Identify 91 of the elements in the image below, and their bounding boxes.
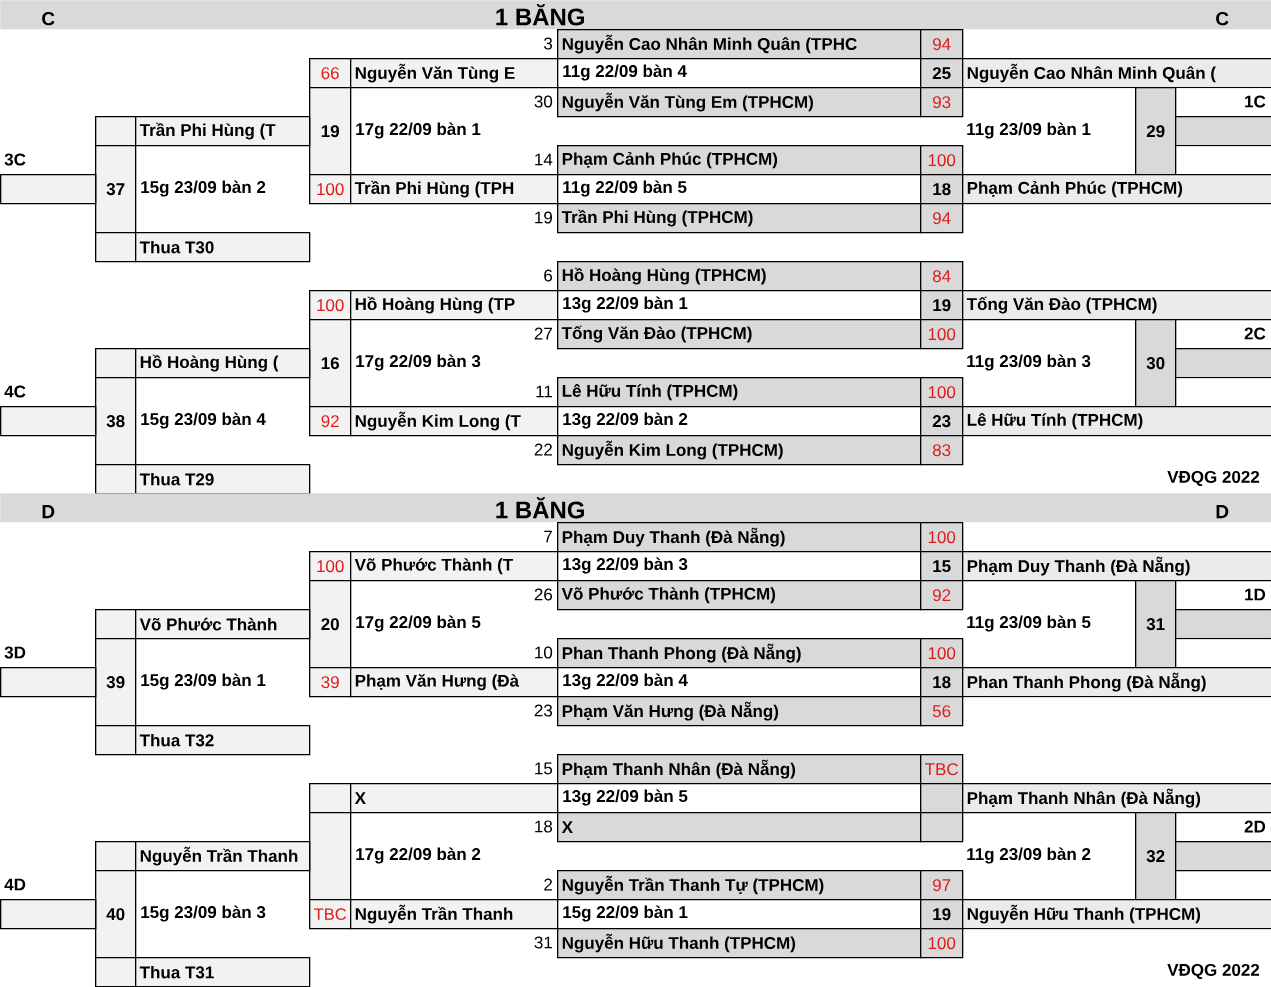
match-time: 11g 23/09 bàn 2 — [967, 847, 1091, 864]
score-box: 97 — [920, 870, 964, 901]
score-box: 100 — [920, 377, 964, 408]
score-box: 66 — [309, 58, 352, 89]
score-box: 92 — [920, 580, 964, 611]
score-box: 100 — [309, 551, 352, 582]
empty-box — [1175, 841, 1271, 872]
match-number-box: 18 — [920, 667, 964, 698]
match-time: 15g 22/09 bàn 1 — [563, 905, 688, 922]
match-number-box: 30 — [1135, 319, 1177, 408]
score-box: 100 — [920, 928, 964, 959]
seed-number: 30 — [534, 95, 553, 108]
score-box: TBC — [309, 899, 352, 930]
footer-text: VĐQG 2022 — [1167, 470, 1260, 487]
bracket-slot-label: 1D — [1245, 588, 1266, 601]
score-box: 94 — [920, 203, 964, 234]
match-number-box: 29 — [1135, 87, 1177, 176]
seed-number: 27 — [534, 327, 552, 340]
empty-box — [1175, 348, 1271, 379]
score-box: 100 — [920, 319, 964, 350]
player-name-box: Nguyễn Cao Nhân Minh Quân ( — [962, 58, 1271, 89]
match-number-box: 25 — [920, 58, 964, 89]
player-name-box: Nguyễn Hữu Thanh (TPHCM) — [962, 899, 1271, 930]
match-time: 13g 22/09 bàn 5 — [563, 789, 688, 806]
match-number-box: 31 — [1135, 580, 1177, 669]
seed-number: 23 — [534, 704, 553, 717]
match-time: 15g 23/09 bàn 1 — [141, 673, 266, 690]
score-box: 100 — [309, 290, 352, 321]
player-name-box: Phạm Thanh Nhân (Đà Nẵng) — [962, 783, 1271, 814]
match-number-box: 19 — [920, 899, 964, 930]
match-time: 17g 22/09 bàn 2 — [356, 847, 481, 864]
empty-box — [0, 899, 97, 930]
score-box: 100 — [920, 638, 964, 669]
match-time: 13g 22/09 bàn 3 — [563, 557, 688, 574]
score-box: TBC — [920, 754, 964, 785]
match-time: 13g 22/09 bàn 2 — [563, 412, 688, 429]
score-box: 93 — [920, 87, 964, 118]
player-name-box: Phan Thanh Phong (Đà Nẵng) — [962, 667, 1271, 698]
seed-number: 26 — [534, 588, 553, 601]
match-time: 11g 22/09 bàn 5 — [563, 180, 687, 197]
bracket-slot-label: 1C — [1245, 95, 1266, 108]
seed-number: 6 — [544, 269, 553, 282]
match-time: 13g 22/09 bàn 4 — [563, 673, 688, 690]
bracket-slot-label: 2D — [1244, 820, 1266, 833]
match-time: 17g 22/09 bàn 3 — [356, 354, 481, 371]
footer-text: VĐQG 2022 — [1167, 963, 1260, 980]
seed-number: 10 — [535, 646, 553, 659]
player-name-box: Tống Văn Đào (TPHCM) — [962, 290, 1271, 321]
player-name-box: Phạm Cảnh Phúc (TPHCM) — [962, 174, 1271, 205]
empty-box — [1175, 116, 1271, 147]
seed-number: 3 — [544, 37, 553, 50]
match-number-box: 23 — [920, 406, 964, 437]
match-time: 17g 22/09 bàn 5 — [356, 615, 481, 632]
match-time: 15g 23/09 bàn 3 — [141, 905, 266, 922]
score-box: 83 — [920, 435, 964, 466]
seed-number: 2 — [544, 878, 552, 891]
match-time: 11g 23/09 bàn 1 — [967, 122, 1091, 139]
score-box: 100 — [920, 145, 964, 176]
player-name-box: Phạm Duy Thanh (Đà Nẵng) — [962, 551, 1271, 582]
match-time: 17g 22/09 bàn 1 — [356, 122, 481, 139]
match-time: 15g 23/09 bàn 2 — [141, 180, 266, 197]
player-name-box: Lê Hữu Tính (TPHCM) — [962, 406, 1271, 437]
seed-number: 11 — [536, 385, 552, 398]
match-time: 15g 23/09 bàn 4 — [141, 412, 266, 429]
empty-box — [1175, 609, 1271, 640]
seed-number: 15 — [535, 762, 553, 775]
score-box: 100 — [309, 174, 352, 205]
match-number-box: 32 — [1135, 812, 1177, 901]
score-box: 39 — [309, 667, 352, 698]
match-time: 11g 23/09 bàn 5 — [967, 615, 1091, 632]
empty-box — [0, 406, 97, 437]
score-box: 84 — [920, 261, 964, 292]
score-box: 56 — [920, 696, 964, 727]
match-time: 11g 23/09 bàn 3 — [967, 354, 1091, 371]
seed-number: 18 — [535, 820, 553, 833]
seed-number: 31 — [534, 936, 552, 949]
seed-number: 7 — [544, 530, 552, 543]
match-number-box: 19 — [920, 290, 964, 321]
seed-number: 22 — [534, 443, 552, 456]
match-number-box: 18 — [920, 174, 964, 205]
match-time: 13g 22/09 bàn 1 — [563, 296, 688, 313]
empty-box — [0, 174, 97, 205]
match-number-box: 15 — [920, 551, 964, 582]
seed-number: 14 — [535, 153, 553, 166]
bracket-slot-label: 2C — [1244, 327, 1266, 340]
score-box: 94 — [920, 29, 964, 60]
score-box: 92 — [309, 406, 352, 437]
empty-box — [0, 667, 97, 698]
seed-number: 19 — [535, 211, 552, 224]
score-box: 100 — [920, 522, 964, 553]
match-time: 11g 22/09 bàn 4 — [563, 64, 687, 81]
